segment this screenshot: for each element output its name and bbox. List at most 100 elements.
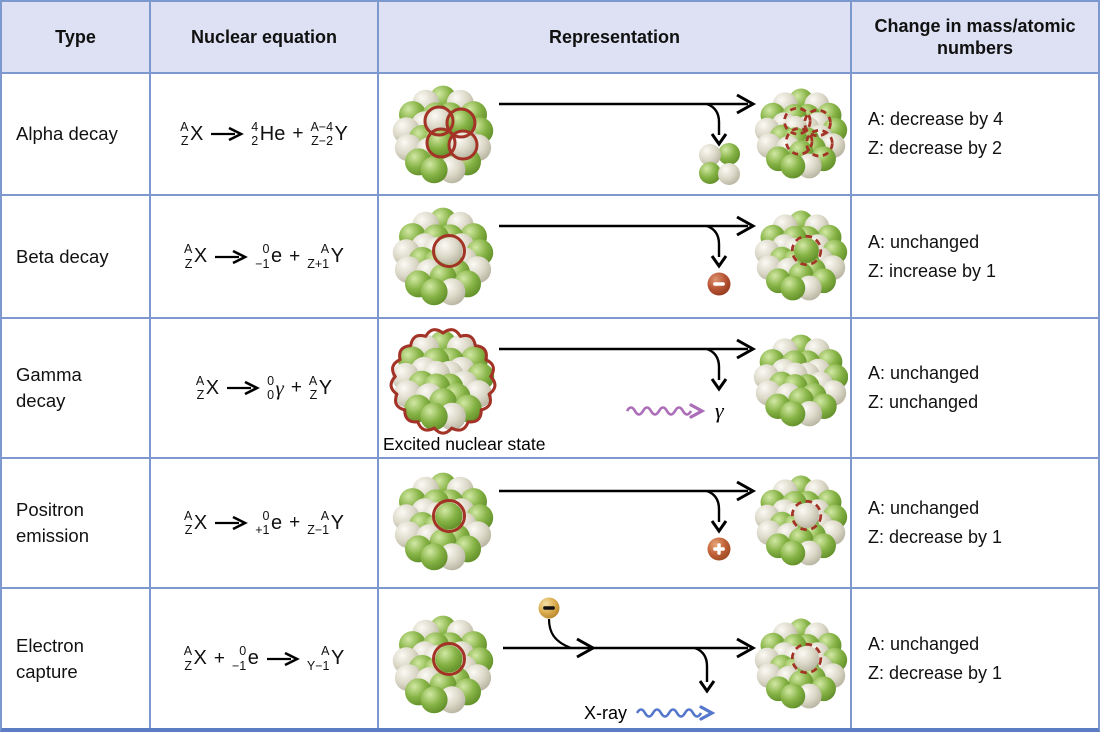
alpha-cluster-highlight — [445, 107, 477, 139]
reaction-arrow — [499, 338, 757, 360]
type-cell: Alpha decay — [2, 74, 149, 194]
element-symbol: X — [193, 647, 207, 669]
emission-branch-arrow — [706, 224, 728, 269]
type-label: Electron capture — [16, 634, 84, 682]
representation-positron-emission — [392, 472, 848, 571]
change-line: A: unchanged — [868, 633, 980, 654]
plus-operator: + — [213, 647, 225, 669]
daughter-nucleus — [754, 88, 848, 179]
element-symbol: e — [270, 511, 283, 534]
daughter-nucleus — [753, 334, 848, 427]
alpha-cluster-highlight — [783, 106, 812, 136]
mass-atomic-prescript: 0+1 — [255, 508, 270, 537]
emission-branch-arrow — [694, 646, 716, 694]
change-line: Z: decrease by 1 — [868, 527, 1003, 547]
yields-arrow-icon — [215, 249, 249, 264]
header-representation: Representation — [379, 2, 850, 72]
element-symbol: X — [205, 376, 220, 399]
mass-atomic-prescript: 0−1 — [231, 644, 247, 673]
yields-arrow — [266, 651, 300, 667]
alpha-cluster-highlight — [423, 105, 455, 137]
alpha-cluster-highlight — [784, 127, 814, 156]
plus-operator: + — [289, 245, 301, 267]
representation-cell — [379, 74, 850, 194]
xray-label: X-ray — [584, 703, 627, 723]
emission-branch-arrow — [706, 102, 728, 147]
change-line: Z: decrease by 2 — [868, 138, 1003, 158]
reaction-arrow — [499, 215, 757, 237]
daughter-nucleus — [754, 618, 848, 709]
type-label: Gamma decay — [16, 364, 82, 411]
change-line: Z: decrease by 1 — [868, 662, 1003, 683]
yields-arrow-icon — [211, 126, 245, 142]
reaction-arrow — [499, 480, 757, 502]
change-line: A: unchanged — [868, 363, 980, 384]
representation-electron-capture: X-ray — [392, 597, 848, 723]
parent-nucleus — [392, 615, 494, 714]
yields-arrow — [226, 380, 260, 396]
header-change: Change in mass/atomic numbers — [852, 2, 1098, 72]
element-symbol: X — [193, 511, 208, 534]
element-symbol: He — [259, 122, 286, 145]
reaction-arrow — [499, 93, 757, 115]
element-symbol: e — [247, 647, 259, 669]
change-cell: A: unchanged Z: decrease by 1 — [852, 459, 1098, 587]
yields-arrow — [214, 249, 249, 265]
element-symbol: Y — [330, 647, 345, 669]
type-label: Alpha decay — [16, 123, 118, 145]
representation-cell: X-ray — [379, 589, 850, 728]
type-label: Beta decay — [16, 245, 109, 267]
change-line: Z: increase by 1 — [868, 260, 997, 281]
alpha-particle — [699, 143, 740, 185]
header-type: Type — [2, 2, 149, 72]
alpha-cluster-highlight — [447, 129, 479, 161]
gamma-label: γ — [715, 398, 725, 423]
yields-arrow-icon — [266, 651, 300, 666]
vacancy-highlight-dashed — [790, 642, 823, 675]
nucleon-highlight — [432, 234, 466, 268]
header-nuclear-equation: Nuclear equation — [151, 2, 377, 72]
alpha-cluster-highlight — [425, 127, 457, 159]
change-cell: A: unchanged Z: decrease by 1 — [852, 589, 1098, 728]
element-symbol: X — [189, 122, 204, 145]
electron-particle-icon — [538, 597, 560, 619]
mass-atomic-prescript: 0−1 — [255, 242, 270, 271]
parent-nucleus — [392, 472, 494, 571]
type-cell: Gamma decay — [2, 319, 149, 457]
element-symbol: X — [193, 245, 208, 267]
representation-cell — [379, 196, 850, 317]
element-symbol: Y — [330, 245, 344, 267]
type-cell: Positron emission — [2, 459, 149, 587]
element-symbol: Y — [334, 122, 348, 145]
gamma-ray-wavy-arrow — [625, 403, 706, 419]
change-line: A: unchanged — [868, 498, 980, 519]
